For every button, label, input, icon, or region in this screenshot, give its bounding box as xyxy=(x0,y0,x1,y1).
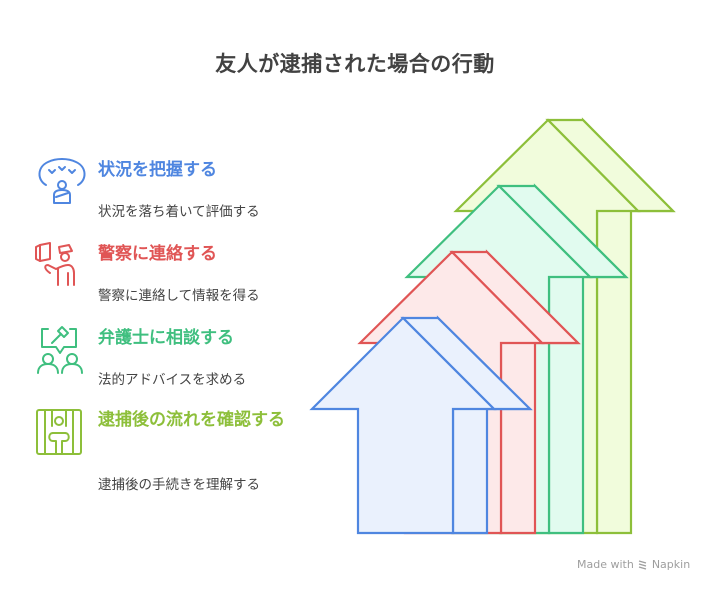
step-consult-lawyer: 弁護士に相談する 法的アドバイスを求める xyxy=(34,323,304,393)
arrow-step-1 xyxy=(309,315,533,535)
person-thinking-icon xyxy=(38,158,86,204)
prisoner-behind-bars-icon xyxy=(36,409,82,455)
step-title: 状況を把握する xyxy=(98,160,217,180)
step-understand-situation: 状況を把握する 状況を落ち着いて評価する xyxy=(34,155,304,225)
page-title: 友人が逮捕された場合の行動 xyxy=(215,52,495,76)
made-with-napkin-watermark[interactable]: Made with Napkin xyxy=(577,558,690,571)
step-title: 弁護士に相談する xyxy=(98,328,234,348)
police-officer-icon xyxy=(35,242,75,286)
step-description: 状況を落ち着いて評価する xyxy=(98,204,260,220)
step-title: 逮捕後の流れを確認する xyxy=(98,410,285,430)
lawyer-consultation-icon xyxy=(37,326,83,374)
step-check-post-arrest-process: 逮捕後の流れを確認する 逮捕後の手続きを理解する xyxy=(34,407,304,493)
watermark-prefix: Made with xyxy=(577,558,634,571)
step-contact-police: 警察に連絡する 警察に連絡して情報を得る xyxy=(34,239,304,309)
napkin-logo-icon xyxy=(638,559,647,570)
step-title: 警察に連絡する xyxy=(98,244,217,264)
step-description: 逮捕後の手続きを理解する xyxy=(98,477,260,493)
watermark-brand: Napkin xyxy=(651,558,691,571)
step-description: 法的アドバイスを求める xyxy=(98,372,247,388)
step-description: 警察に連絡して情報を得る xyxy=(98,288,260,304)
